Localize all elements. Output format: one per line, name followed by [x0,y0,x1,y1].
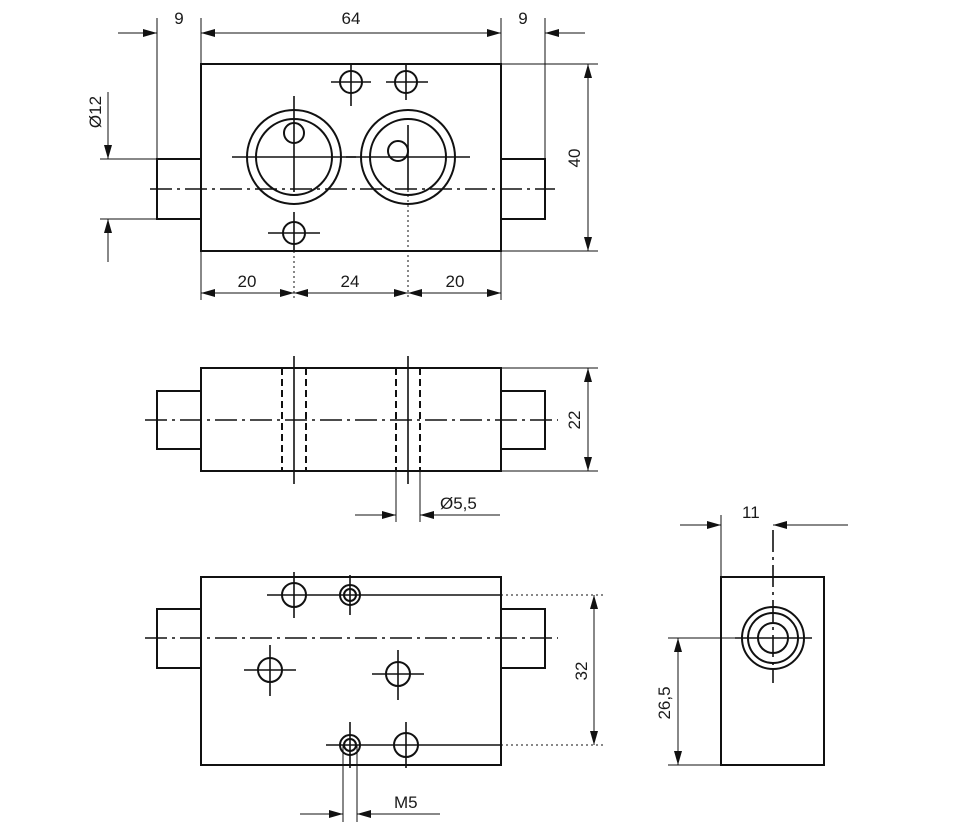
dim-dia-5-5: Ø5,5 [440,494,477,513]
dim-height-26-5: 26,5 [655,686,674,719]
bottom-view-block [200,576,502,766]
dim-top-left-9: 9 [174,9,183,28]
dim-top-right-9: 9 [518,9,527,28]
bottom-view: 32 M5 [145,572,605,822]
top-view: 9 64 9 Ø12 40 20 24 20 [86,9,598,300]
top-view-right-port [346,109,470,205]
top-view-small-holes [268,64,428,251]
top-view-left-port [232,96,356,205]
dim-width-11: 11 [742,503,760,522]
dim-bottom-20-left: 20 [238,272,257,291]
dim-top-64: 64 [342,9,361,28]
dim-dia-12: Ø12 [86,96,105,128]
dim-thread-m5: M5 [394,793,418,812]
dim-height-22: 22 [565,411,584,430]
dim-height-32: 32 [572,662,591,681]
dim-height-40: 40 [565,149,584,168]
front-view-block [200,367,502,472]
front-view: 22 Ø5,5 [145,356,598,522]
dim-bottom-24: 24 [341,272,360,291]
side-view: 11 26,5 [655,503,848,766]
dim-bottom-20-right: 20 [446,272,465,291]
bottom-view-holes [244,572,501,768]
